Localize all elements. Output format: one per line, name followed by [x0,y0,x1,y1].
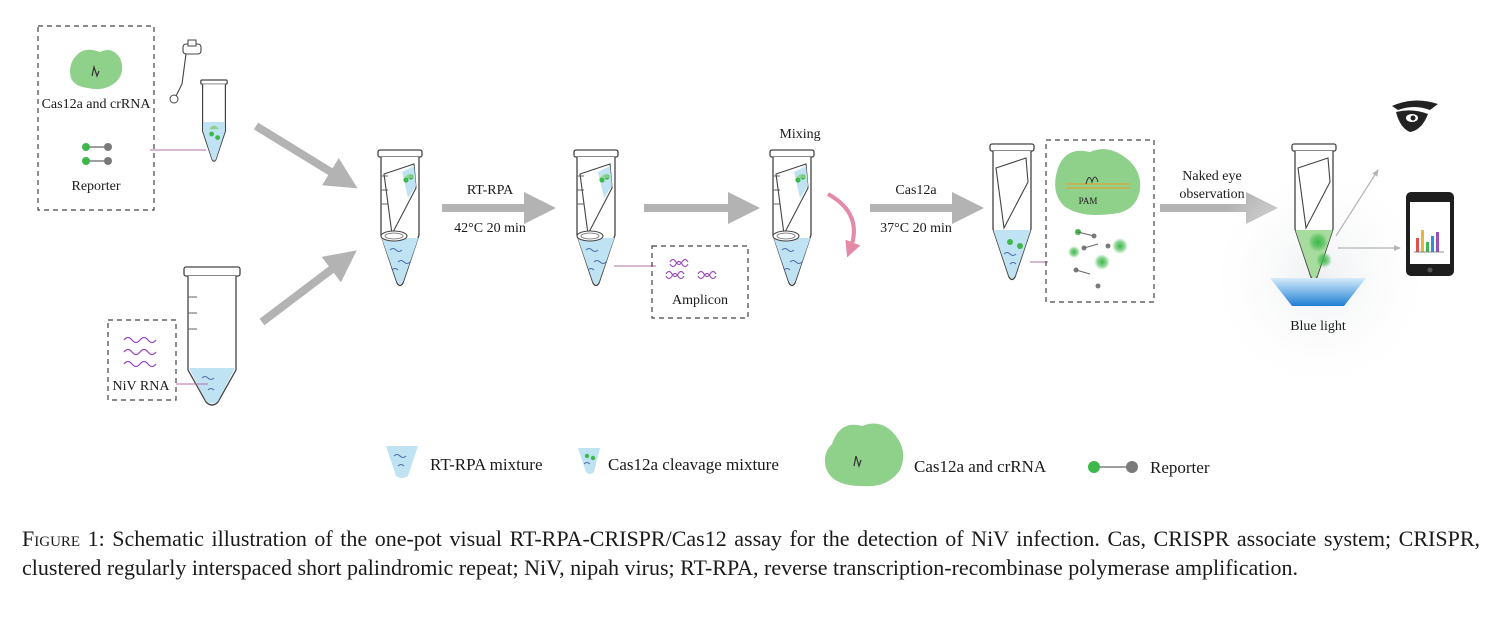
mixing-label: Mixing [779,127,820,142]
smartphone-icon [1406,192,1454,276]
tube-fluorescent [1291,143,1337,281]
reagent-box [37,25,155,211]
figure-caption: Figure 1: Schematic illustration of the … [22,524,1480,582]
legend-cas-swatch [824,423,904,487]
blue-light-source [1270,278,1366,306]
tube-cleavage [989,143,1035,281]
reaction-tube-small [200,79,228,162]
assay-schematic: Cas12a and crRNA Reporter NiV RN [37,25,1454,487]
amplicon-label: Amplicon [672,293,728,308]
legend: RT-RPA mixture Cas12a cleavage mixture C… [386,423,1210,487]
pipette-icon [169,39,202,104]
figure-label: Figure 1: [22,526,105,551]
legend-cleavage-label: Cas12a cleavage mixture [608,455,779,474]
tube-combined [377,149,423,287]
niv-rna-label: NiV RNA [113,379,171,394]
naked-eye-label-2: observation [1179,187,1244,202]
cleavage-box [1045,139,1155,303]
caption-text: Schematic illustration of the one-pot vi… [22,526,1480,580]
tube-amplified [573,149,619,287]
legend-cas-label: Cas12a and crRNA [914,457,1047,476]
step1-condition: 42°C 20 min [454,221,526,236]
legend-reporter-label: Reporter [1150,458,1210,477]
niv-sample-tube [183,266,241,406]
step2-condition: 37°C 20 min [880,221,952,236]
legend-rtrpa-swatch [386,446,418,478]
tube-mixing [769,149,815,287]
arrow-sample-to-tube [259,250,357,326]
eye-icon [1392,100,1438,132]
blue-light-label: Blue light [1290,319,1346,334]
reporter-icon [82,143,112,165]
arrow-to-eye [1335,169,1379,237]
step1-name: RT-RPA [467,183,514,198]
reporter-box-label: Reporter [72,179,121,194]
pam-label: PAM [1079,196,1098,206]
cas-box-label: Cas12a and crRNA [42,97,152,112]
cleaved-reporter-icon [1068,229,1128,289]
amplicon-box [651,245,749,319]
cas12a-crrna-icon [70,49,123,90]
rna-strand-icon [123,336,157,368]
naked-eye-label-1: Naked eye [1182,169,1241,184]
arrow-reagent-to-tube [253,122,358,189]
step2-name: Cas12a [895,183,937,198]
niv-rna-box [107,319,177,401]
amplicon-dna-icon [665,258,717,280]
legend-reporter-swatch [1088,461,1138,473]
legend-rtrpa-label: RT-RPA mixture [430,455,543,474]
legend-cleavage-swatch [578,448,600,474]
mixing-rotate-icon [827,192,861,258]
